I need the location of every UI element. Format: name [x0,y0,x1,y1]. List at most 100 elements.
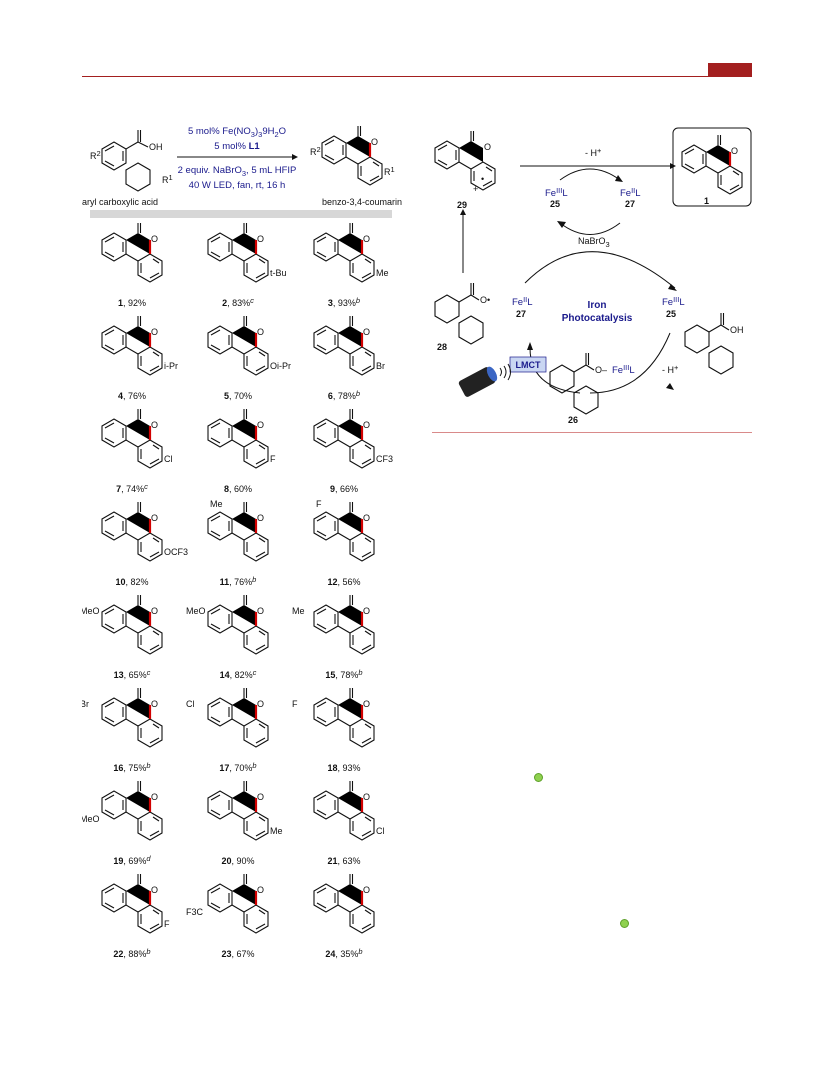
substituent-label: F [292,699,298,709]
compound-yield-label: 12, 56% [327,577,360,587]
ring-oxygen-label: O [151,885,158,895]
substituent-label: t-Bu [270,268,287,278]
ring-oxygen-label: O [257,420,264,430]
substituent-label: i-Pr [164,361,178,371]
starting-material: R2 OH R1 [90,130,173,192]
svg-text:NaBrO3: NaBrO3 [578,236,610,249]
product-1: O 1 [681,134,743,206]
svg-text:Photocatalysis: Photocatalysis [562,313,633,324]
compound-yield-label: 7, 74%c [116,482,148,494]
svg-text:- H+: - H+ [662,363,679,375]
product-1-box [672,127,752,207]
svg-text:FeIIIL: FeIIIL [545,186,568,199]
svg-text:25: 25 [550,199,560,209]
svg-text:LMCT: LMCT [516,360,541,370]
substituent-label: MeO [82,814,100,824]
compound-16: O Br 16, 75%b [82,687,163,773]
compound-yield-label: 23, 67% [221,949,254,959]
substituent-label: Cl [164,454,173,464]
condition-catalyst: 5 mol% Fe(NO3)39H2O [188,126,286,139]
compound-yield-label: 5, 70% [224,391,252,401]
compound-yield-label: 1, 92% [118,298,146,308]
svg-text:O•: O• [480,295,490,305]
compound-yield-label: 11, 76%b [220,575,257,587]
compound-yield-label: 17, 70%b [219,761,256,773]
compound-yield-label: 20, 90% [221,856,254,866]
radical-28: O• 28 [434,283,490,352]
substituent-label: MeO [82,606,100,616]
ring-oxygen-label: O [151,234,158,244]
substituent-label: Br [82,699,89,709]
compound-yield-label: 19, 69%d [113,854,151,866]
compound-14: O MeO 14, 82%c [186,594,269,680]
ring-oxygen-label: O [363,513,370,523]
ring-oxygen-label: O [363,234,370,244]
substituent-label: CF3 [376,454,393,464]
substituent-label: Me [270,826,283,836]
condition-light: 40 W LED, fan, rt, 16 h [189,180,286,191]
svg-text:Iron: Iron [588,300,607,311]
svg-text:25: 25 [666,309,676,319]
substrate-scope-scheme: R2 OH R1 5 mol% Fe(NO3)39H2O 5 mol% L1 2… [82,125,402,959]
compound-24: O 24, 35%b [313,873,375,959]
lmct-box [509,356,547,373]
svg-text:OH: OH [149,142,163,152]
svg-text:O: O [484,142,491,152]
ring-oxygen-label: O [363,327,370,337]
intermediate-29: O • + 29 [434,130,496,210]
substituent-label: Me [210,499,223,509]
svg-text:FeIIL: FeIIL [620,186,641,199]
substituent-label: F [270,454,276,464]
svg-text:FeIIL: FeIIL [512,295,533,308]
ring-oxygen-label: O [257,234,264,244]
compound-yield-label: 22, 88%b [113,947,150,959]
svg-text:•: • [481,174,484,184]
fe-carboxylate-26: O– FeIIIL 26 [549,353,635,425]
scheme-divider [432,432,752,433]
substituent-label: Me [376,268,389,278]
substituent-label: Cl [376,826,385,836]
scope-divider-bar [90,210,392,218]
compound-yield-label: 16, 75%b [113,761,150,773]
compound-8: OF8, 60% [207,408,276,494]
compound-yield-label: 13, 65%c [114,668,151,680]
compound-19: O MeO 19, 69%d [82,780,163,866]
compound-yield-label: 14, 82%c [220,668,257,680]
svg-text:- H+: - H+ [585,146,602,158]
svg-text:R2: R2 [90,149,101,161]
marker-dot [620,919,629,928]
substituent-label: MeO [186,606,206,616]
compound-yield-label: 24, 35%b [325,947,362,959]
marker-dot [534,773,543,782]
svg-text:OH: OH [730,325,744,335]
ring-oxygen-label: O [151,699,158,709]
svg-text:1: 1 [704,196,709,206]
substituent-label: OCF3 [164,547,188,557]
svg-text:26: 26 [568,415,578,425]
ring-oxygen-label: O [363,885,370,895]
svg-text:R1: R1 [162,173,173,185]
ring-oxygen-label: O [151,513,158,523]
svg-text:R2: R2 [310,145,321,157]
compound-yield-label: 2, 83%c [222,296,254,308]
substituent-label: F [316,499,322,509]
led-lamp-icon [458,363,511,397]
svg-text:FeIIIL: FeIIIL [662,295,685,308]
ring-oxygen-label: O [257,699,264,709]
ring-oxygen-label: O [257,606,264,616]
ring-oxygen-label: O [151,792,158,802]
compound-1: O 1, 92% [101,222,163,308]
ring-oxygen-label: O [257,513,264,523]
compound-yield-label: 6, 78%b [328,389,360,401]
compound-yield-label: 18, 93% [327,763,360,773]
